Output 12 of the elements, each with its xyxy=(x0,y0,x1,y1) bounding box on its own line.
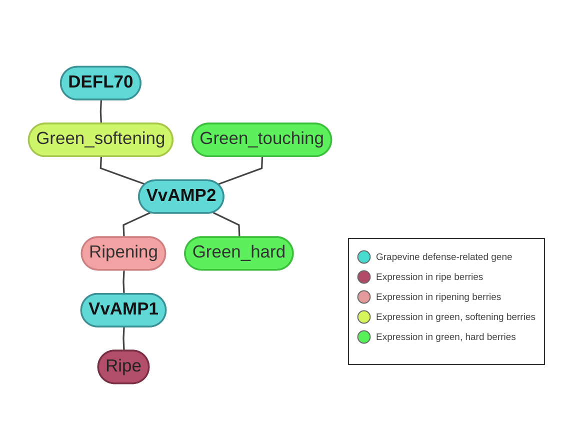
connector xyxy=(122,327,125,352)
legend-text: Expression in green, softening berries xyxy=(376,312,536,322)
connector xyxy=(100,100,102,124)
connector xyxy=(218,156,264,186)
legend-text: Expression in ripening berries xyxy=(376,292,502,302)
connector xyxy=(212,212,240,238)
connector xyxy=(100,156,146,186)
connector xyxy=(122,270,125,294)
connector xyxy=(122,212,151,238)
legend-text: Grapevine defense-related gene xyxy=(376,252,512,262)
legend-text: Expression in ripe berries xyxy=(376,272,484,282)
legend-text: Expression in green, hard berries xyxy=(376,332,516,342)
